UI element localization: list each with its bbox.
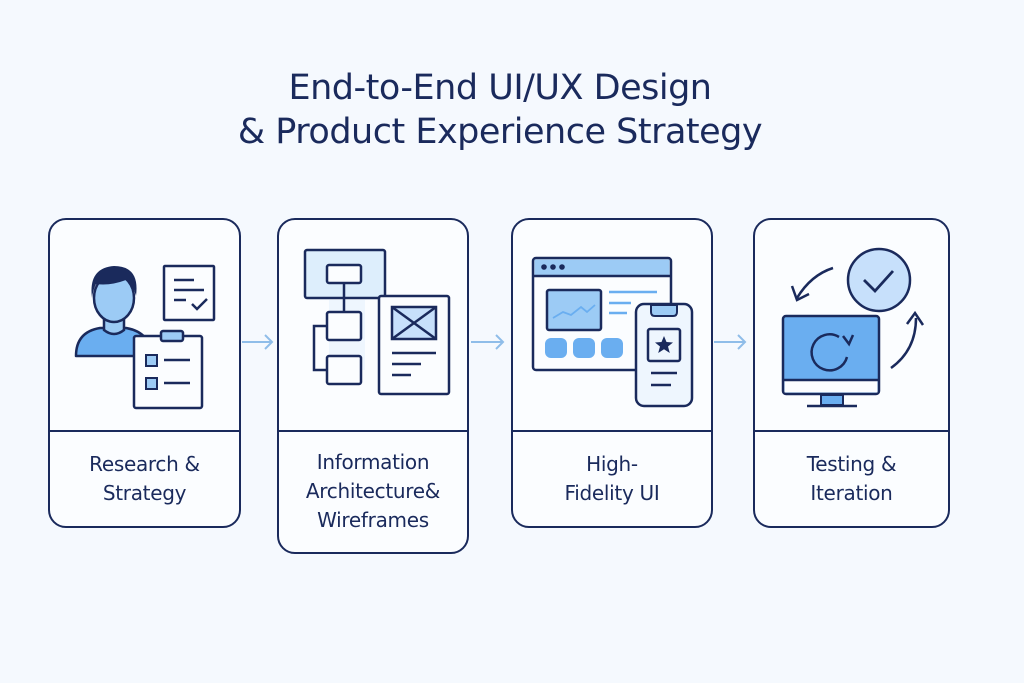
- monitor-icon: [781, 314, 881, 408]
- step-card-information-architecture: Information Architecture& Wireframes: [277, 218, 469, 554]
- ui-screens-icon: [531, 256, 694, 408]
- step-label-line: Research &: [89, 452, 200, 476]
- wireframe-page-icon: [377, 294, 451, 396]
- mobile-phone-icon: [634, 302, 694, 408]
- step-label: High- Fidelity UI: [513, 450, 711, 508]
- card-divider: [755, 430, 948, 432]
- title-line-1: End-to-End UI/UX Design: [288, 68, 713, 108]
- step-label: Research & Strategy: [50, 450, 239, 508]
- cycle-arrows-icon: [790, 266, 925, 370]
- step-card-testing-iteration: Testing & Iteration: [753, 218, 950, 528]
- step-label-line: Information: [316, 450, 430, 474]
- arrow-right-icon: [471, 334, 505, 350]
- sitemap-icon: [303, 248, 387, 386]
- person-icon: [74, 266, 154, 358]
- clipboard-icon: [132, 329, 204, 410]
- arrow-right-icon: [242, 334, 274, 350]
- step-label-line: High-: [586, 452, 638, 476]
- step-label-line: Wireframes: [317, 508, 429, 532]
- card-divider: [279, 430, 467, 432]
- step-card-research: Research & Strategy: [48, 218, 241, 528]
- step-label: Information Architecture& Wireframes: [279, 448, 467, 535]
- testing-cycle-icon: [781, 247, 925, 408]
- step-label: Testing & Iteration: [755, 450, 948, 508]
- title-line-2: & Product Experience Strategy: [237, 112, 763, 152]
- step-label-line: Testing &: [806, 452, 897, 476]
- page-title: End-to-End UI/UX Design & Product Experi…: [0, 66, 1000, 154]
- step-label-line: Iteration: [810, 481, 893, 505]
- browser-window-icon: [531, 256, 673, 372]
- checked-document-icon: [162, 264, 216, 322]
- sitemap-wireframe-icon: [303, 248, 451, 396]
- card-divider: [50, 430, 239, 432]
- step-label-line: Architecture&: [305, 479, 441, 503]
- step-label-line: Fidelity UI: [564, 481, 660, 505]
- user-research-icon: [74, 264, 216, 410]
- step-label-line: Strategy: [102, 481, 187, 505]
- check-circle-icon: [846, 247, 912, 313]
- card-divider: [513, 430, 711, 432]
- step-card-high-fidelity-ui: High- Fidelity UI: [511, 218, 713, 528]
- arrow-right-icon: [714, 334, 747, 350]
